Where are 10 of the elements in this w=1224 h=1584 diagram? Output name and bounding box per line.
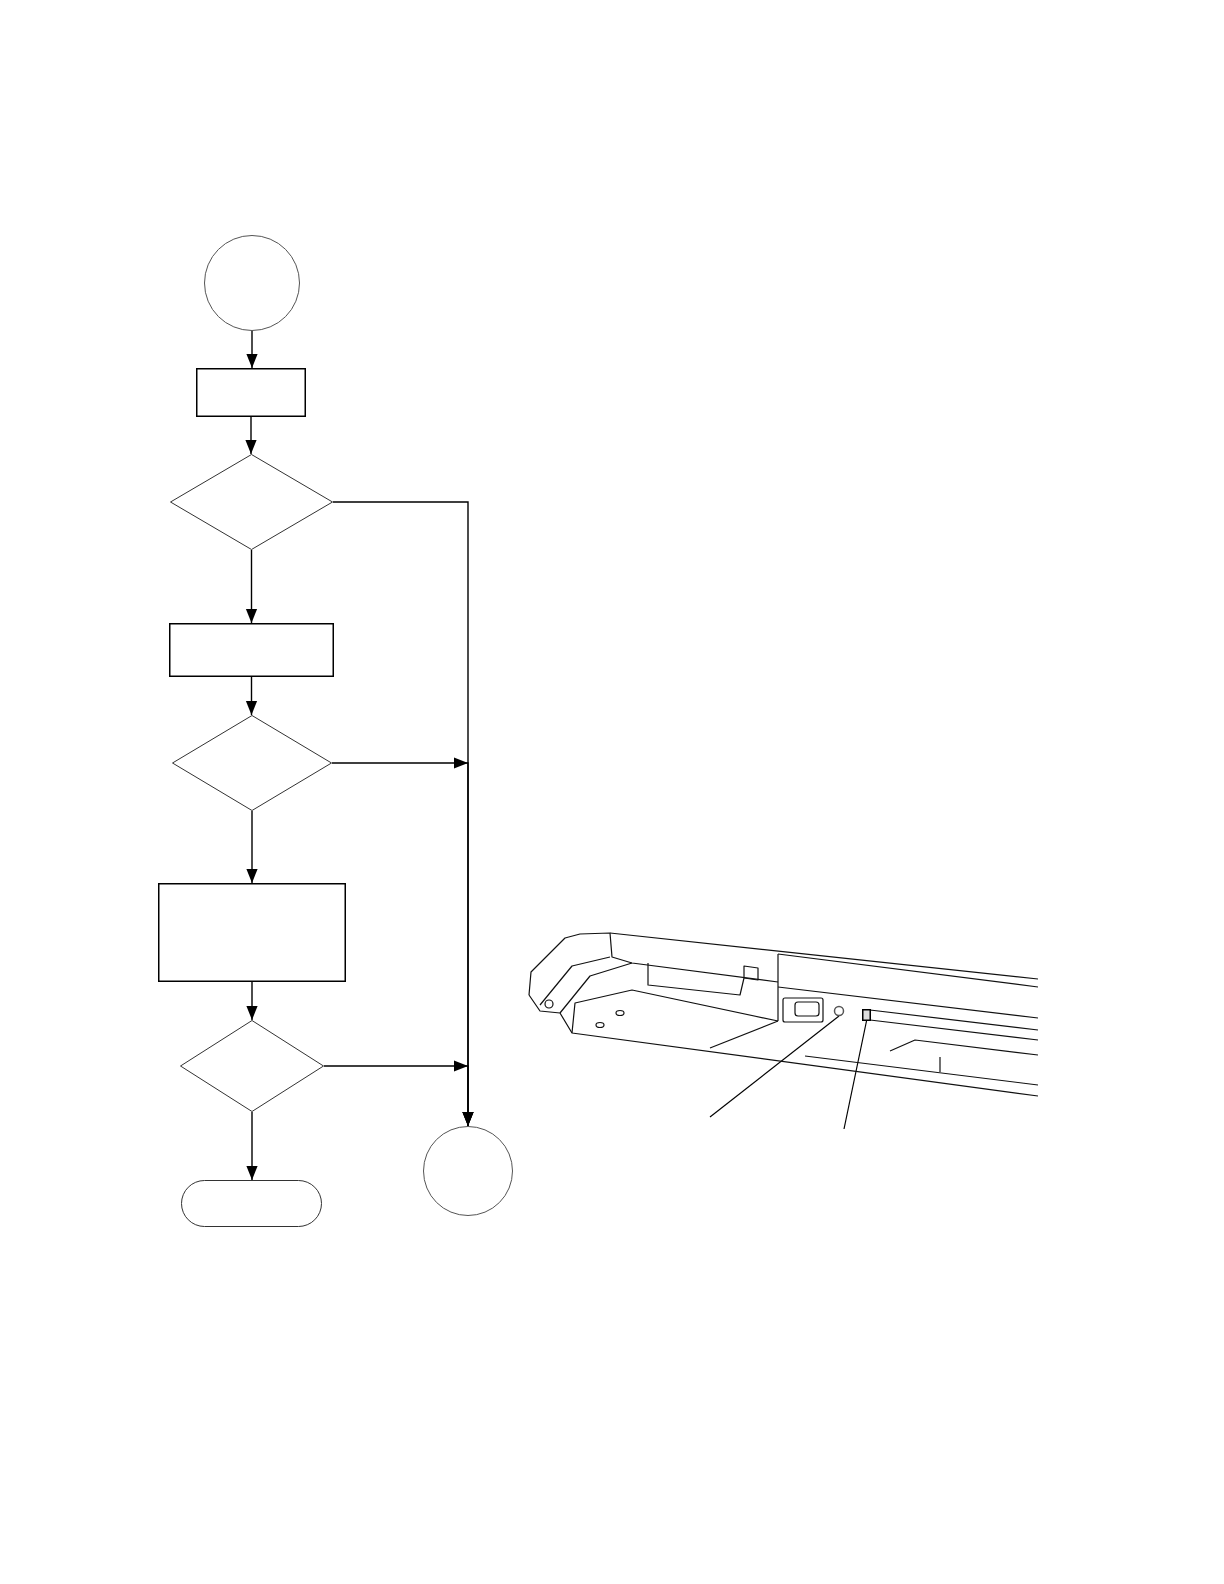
arrow: [245, 416, 257, 455]
leader-line: [843, 1020, 868, 1130]
arrow: [245, 549, 258, 624]
arrow: [246, 810, 258, 884]
arrow: [323, 1060, 474, 1127]
arrow: [246, 1111, 258, 1181]
leader-line: [709, 1015, 840, 1118]
arrow: [246, 330, 258, 369]
arrow: [246, 981, 258, 1021]
arrow: [245, 676, 258, 716]
